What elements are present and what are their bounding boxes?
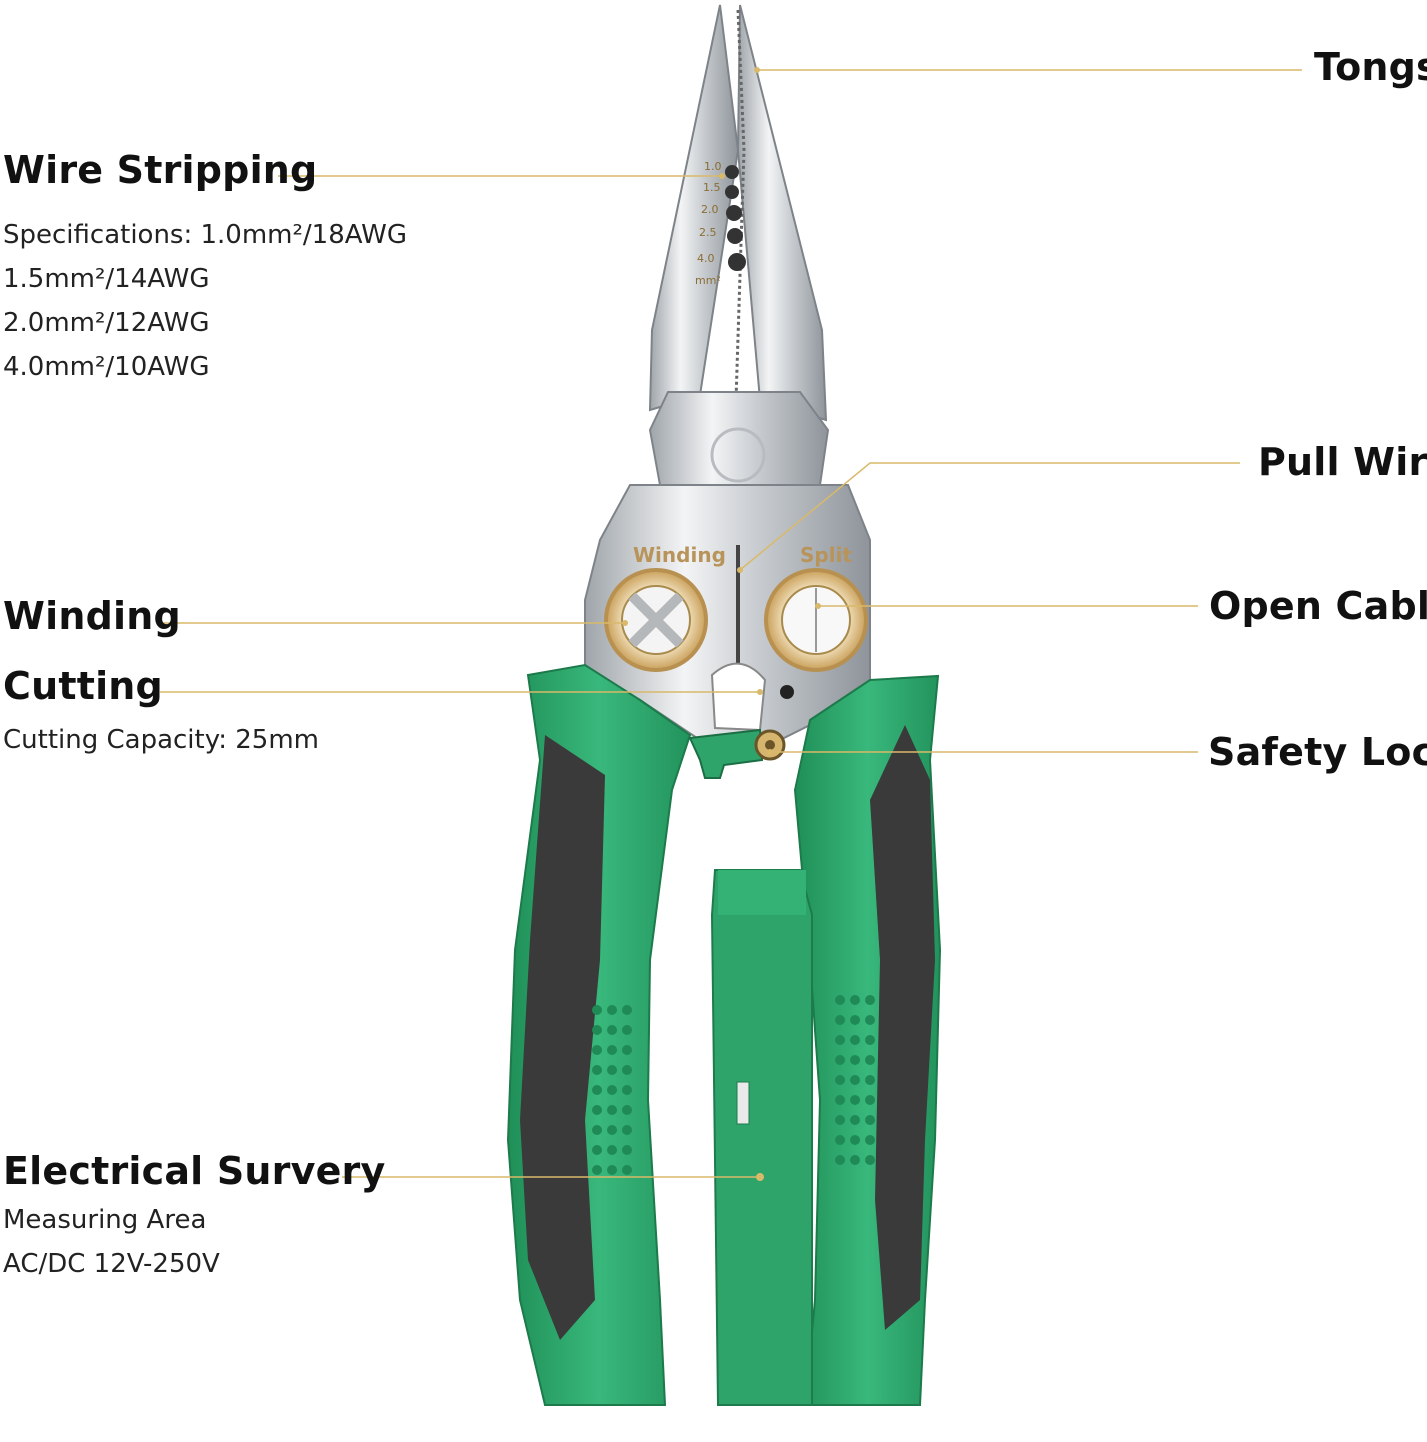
lock-pin: [780, 685, 794, 699]
engrave-split: Split: [800, 543, 852, 567]
pivot-plate: [648, 391, 830, 486]
spec-line: 2.0mm²/12AWG: [3, 308, 210, 338]
engrave-winding: Winding: [633, 543, 726, 567]
gauge-unit: mm²: [695, 274, 721, 287]
label-winding: Winding: [3, 594, 181, 638]
electrical-survey-specs: Measuring Area AC/DC 12V-250V: [3, 1198, 220, 1286]
gauge-mark-5: 4.0: [697, 252, 715, 265]
label-open-cable: Open Cable: [1209, 584, 1427, 628]
label-cutting: Cutting: [3, 664, 163, 708]
spec-line: Specifications: 1.0mm²/18AWG: [3, 220, 407, 250]
split-ring: [764, 568, 868, 672]
cutting-specs: Cutting Capacity: 25mm: [3, 718, 319, 762]
left-handle: [506, 663, 692, 1406]
leader-lines: [160, 69, 1302, 1178]
tongs-jaw: [648, 4, 828, 422]
spec-line: AC/DC 12V-250V: [3, 1249, 220, 1279]
strip-gauge: 1.0 1.5 2.0 2.5 4.0 mm²: [695, 160, 746, 287]
safety-lock: [688, 728, 786, 779]
leader-dots: [622, 67, 821, 1181]
gauge-mark-1: 1.0: [704, 160, 722, 173]
winding-ring: [604, 568, 708, 672]
gauge-mark-3: 2.0: [701, 203, 719, 216]
label-electrical-survey: Electrical Survery: [3, 1149, 386, 1193]
cutting-notch: [710, 662, 767, 732]
label-tongs: Tongs: [1314, 45, 1427, 89]
spec-line: Cutting Capacity: 25mm: [3, 725, 319, 755]
label-pull-wire: Pull Wire: [1258, 440, 1427, 484]
grip-dots: [592, 995, 875, 1175]
spec-line: Measuring Area: [3, 1205, 207, 1235]
gauge-mark-4: 2.5: [699, 226, 717, 239]
label-safety-lock: Safety Lock: [1208, 730, 1427, 774]
wire-stripping-specs: Specifications: 1.0mm²/18AWG 1.5mm²/14AW…: [3, 213, 407, 389]
voltage-tester: [710, 869, 813, 1406]
spec-line: 4.0mm²/10AWG: [3, 352, 210, 382]
gauge-mark-2: 1.5: [703, 181, 721, 194]
pivot-rivet: [710, 427, 766, 483]
spec-line: 1.5mm²/14AWG: [3, 264, 210, 294]
label-wire-stripping: Wire Stripping: [3, 148, 318, 192]
